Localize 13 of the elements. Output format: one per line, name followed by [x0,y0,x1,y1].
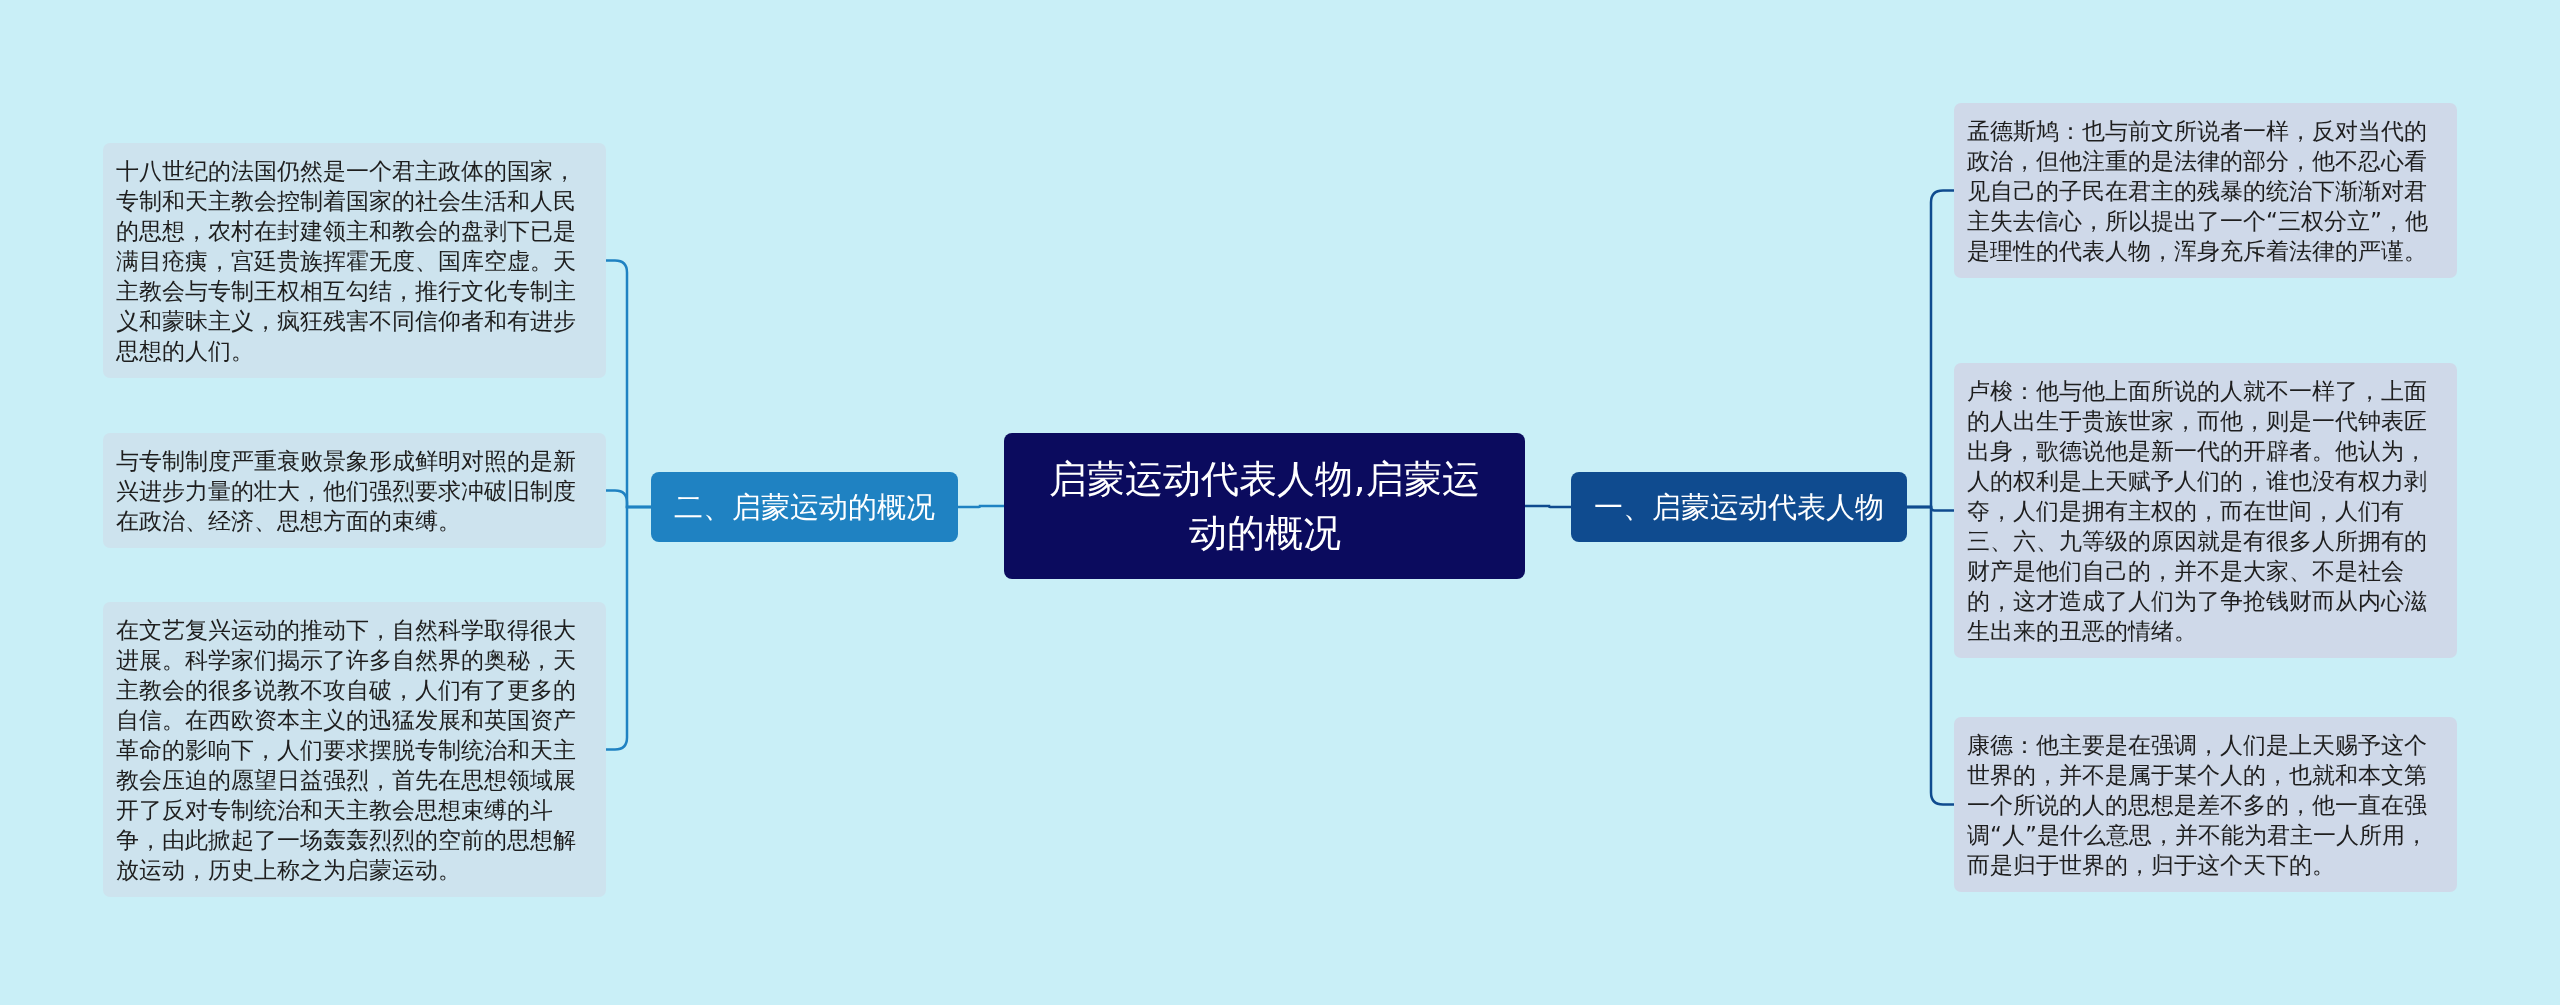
note-box: 康德：他主要是在强调，人们是上天赐予这个世界的，并不是属于某个人的，也就和本文第一个所说的人的思想是差不多的，他一直在强调“人”是什么意思，并不能为君主一人所用，而是归于世界的，归于这个天下的。 [1954,717,2457,892]
connector-line [1525,504,1571,509]
central-topic-box: 启蒙运动代表人物,启蒙运动的概况 [1004,433,1525,579]
branch-topic-box: 二、启蒙运动的概况 [651,472,958,542]
note-box: 孟德斯鸠：也与前文所说者一样，反对当代的政治，但他注重的是法律的部分，他不忍心看见自己的子民在君主的残暴的统治下渐渐对君主失去信心，所以提出了一个“三权分立”，他是理性的代表人物，浑身充斥着法律的严谨。 [1954,103,2457,278]
connector-line [958,504,1004,509]
note-box: 卢梭：他与他上面所说的人就不一样了，上面的人出生于贵族世家，而他，则是一代钟表匠出身，歌德说他是新一代的开辟者。他认为，人的权利是上天赋予人们的，谁也没有权力剥夺，人们是拥有主权的，而在世间，人们有三、六、九等级的原因就是有很多人所拥有的财产是他们自己的，并不是大家、不是社会的，这才造成了人们为了争抢钱财而从内心滋生出来的丑恶的情绪。 [1954,363,2457,658]
connector-line [1907,505,1954,806]
note-box: 在文艺复兴运动的推动下，自然科学取得很大进展。科学家们揭示了许多自然界的奥秘，天主教会的很多说教不攻自破，人们有了更多的自信。在西欧资本主义的迅猛发展和英国资产革命的影响下，人们要求摆脱专制统治和天主教会压迫的愿望日益强烈，首先在思想领域展开了反对专制统治和天主教会思想束缚的斗争，由此掀起了一场轰轰烈烈的空前的思想解放运动，历史上称之为启蒙运动。 [103,602,606,897]
branch-topic-box: 一、启蒙运动代表人物 [1571,472,1907,542]
note-box: 与专制制度严重衰败景象形成鲜明对照的是新兴进步力量的壮大，他们强烈要求冲破旧制度在政治、经济、思想方面的束缚。 [103,433,606,548]
connector-line [606,505,651,751]
note-box: 十八世纪的法国仍然是一个君主政体的国家，专制和天主教会控制着国家的社会生活和人民的思想，农村在封建领主和教会的盘剥下已是满目疮痍，宫廷贵族挥霍无度、国库空虚。天主教会与专制王权相互勾结，推行文化专制主义和蒙昧主义，疯狂残害不同信仰者和有进步思想的人们。 [103,143,606,378]
